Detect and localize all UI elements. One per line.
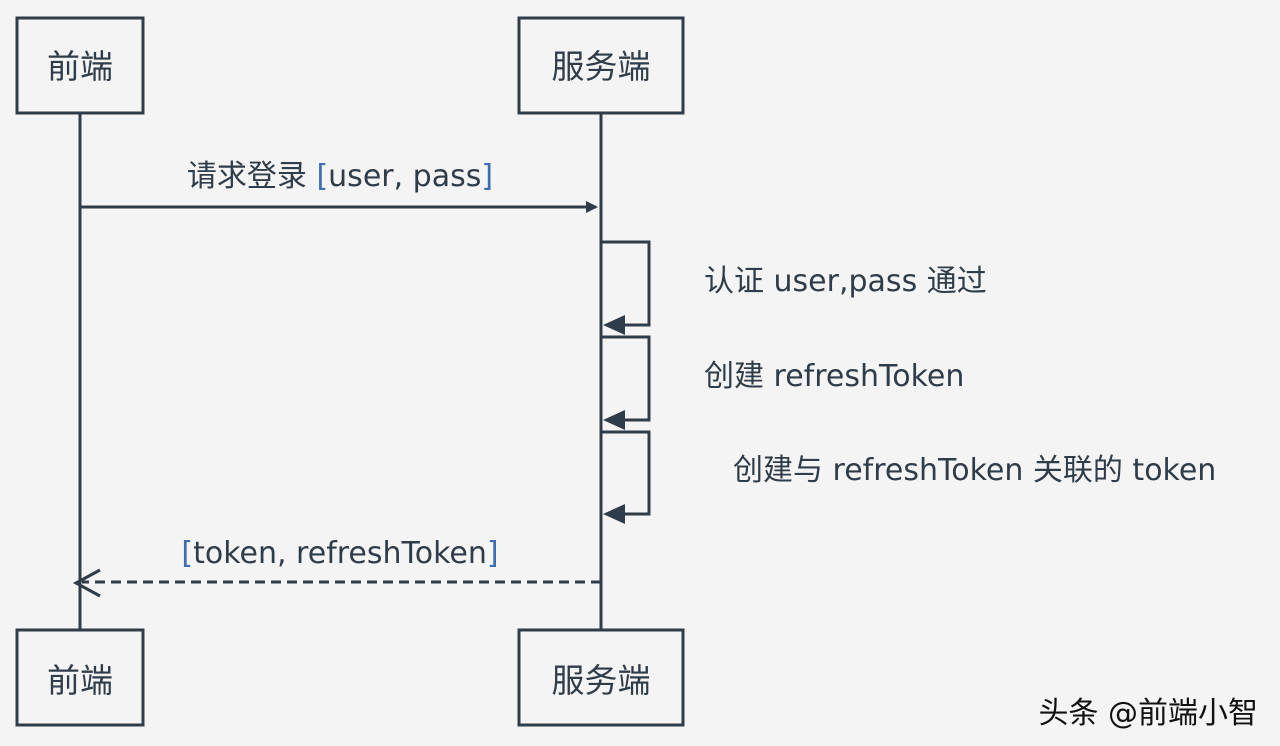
note-authenticate: 认证 user,pass 通过 (704, 264, 987, 299)
frontend-participant-bottom: 前端 (15, 628, 145, 727)
frontend-label-bottom: 前端 (47, 661, 113, 700)
server-participant-top: 服务端 (517, 16, 685, 115)
self-call-authenticate (601, 240, 651, 335)
server-label-top: 服务端 (552, 47, 651, 86)
login-request-message: 请求登录 [user, pass] (80, 159, 598, 213)
token-response-message: [token, refreshToken] (72, 536, 601, 598)
server-participant-bottom: 服务端 (517, 628, 685, 727)
note-create-token: 创建与 refreshToken 关联的 token (733, 453, 1216, 488)
server-label-bottom: 服务端 (552, 661, 651, 700)
note-create-refresh-token: 创建 refreshToken (704, 359, 964, 394)
frontend-label-top: 前端 (47, 47, 113, 86)
login-request-label: 请求登录 [user, pass] (187, 159, 493, 194)
watermark: 头条 @前端小智 (1038, 696, 1258, 731)
self-call-create-token (601, 430, 651, 524)
token-response-label: [token, refreshToken] (181, 536, 498, 571)
frontend-participant-top: 前端 (15, 16, 145, 115)
self-call-create-refresh-token (601, 335, 651, 430)
